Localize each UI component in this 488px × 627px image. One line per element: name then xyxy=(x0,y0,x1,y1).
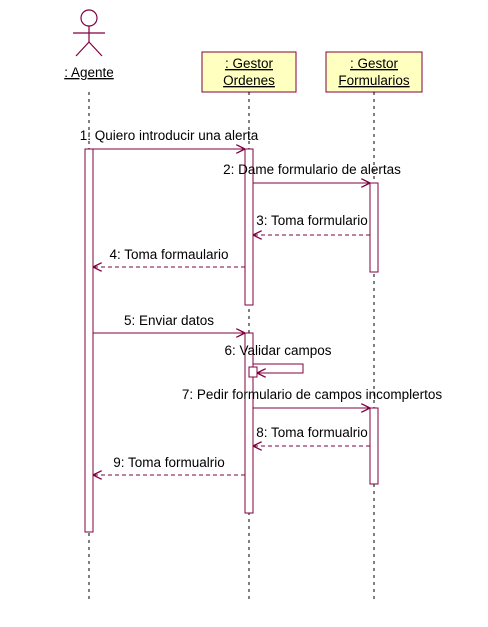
object-box xyxy=(325,51,423,93)
object-name-line2: Formularios xyxy=(338,73,410,88)
message-9: 9: Toma formualrio xyxy=(93,455,245,475)
object-box xyxy=(201,51,297,93)
object-gestor-ordenes: : Gestor Ordenes xyxy=(201,51,297,93)
actor-agente: : Agente xyxy=(64,9,114,80)
message-label: 7: Pedir formulario de campos incomplert… xyxy=(182,387,443,402)
message-2: 2: Dame formulario de alertas xyxy=(223,162,401,183)
object-name-line2: Ordenes xyxy=(223,73,275,88)
object-gestor-formularios: : Gestor Formularios xyxy=(325,51,423,93)
message-4: 4: Toma formaulario xyxy=(93,247,245,267)
actor-label: : Agente xyxy=(64,65,114,80)
message-3: 3: Toma formulario xyxy=(253,213,370,235)
activation-gestor-formularios-2 xyxy=(369,407,379,485)
message-6: 6: Validar campos xyxy=(224,343,332,373)
message-label: 8: Toma formualrio xyxy=(256,425,368,440)
message-label: 6: Validar campos xyxy=(224,343,331,358)
activations xyxy=(84,148,379,533)
message-label: 2: Dame formulario de alertas xyxy=(223,162,401,177)
message-label: 1: Quiero introducir una alerta xyxy=(80,128,259,143)
message-1: 1: Quiero introducir una alerta xyxy=(80,128,259,149)
message-label: 3: Toma formulario xyxy=(256,213,368,228)
message-label: 5: Enviar datos xyxy=(124,313,214,328)
object-name-line1: : Gestor xyxy=(350,56,399,71)
message-5: 5: Enviar datos xyxy=(93,313,245,333)
activation-gestor-ordenes-1 xyxy=(244,148,254,306)
message-arrow xyxy=(253,363,304,373)
message-label: 9: Toma formualrio xyxy=(113,455,225,470)
stick-figure-icon xyxy=(73,9,105,57)
activation-gestor-ordenes-self xyxy=(248,366,258,378)
message-8: 8: Toma formualrio xyxy=(253,425,370,446)
message-label: 4: Toma formaulario xyxy=(109,247,228,262)
activation-gestor-ordenes-2 xyxy=(244,332,254,514)
message-7: 7: Pedir formulario de campos incomplert… xyxy=(182,387,443,408)
object-name-line1: : Gestor xyxy=(225,56,274,71)
activation-agente xyxy=(84,148,94,533)
activation-gestor-formularios-1 xyxy=(369,182,379,273)
